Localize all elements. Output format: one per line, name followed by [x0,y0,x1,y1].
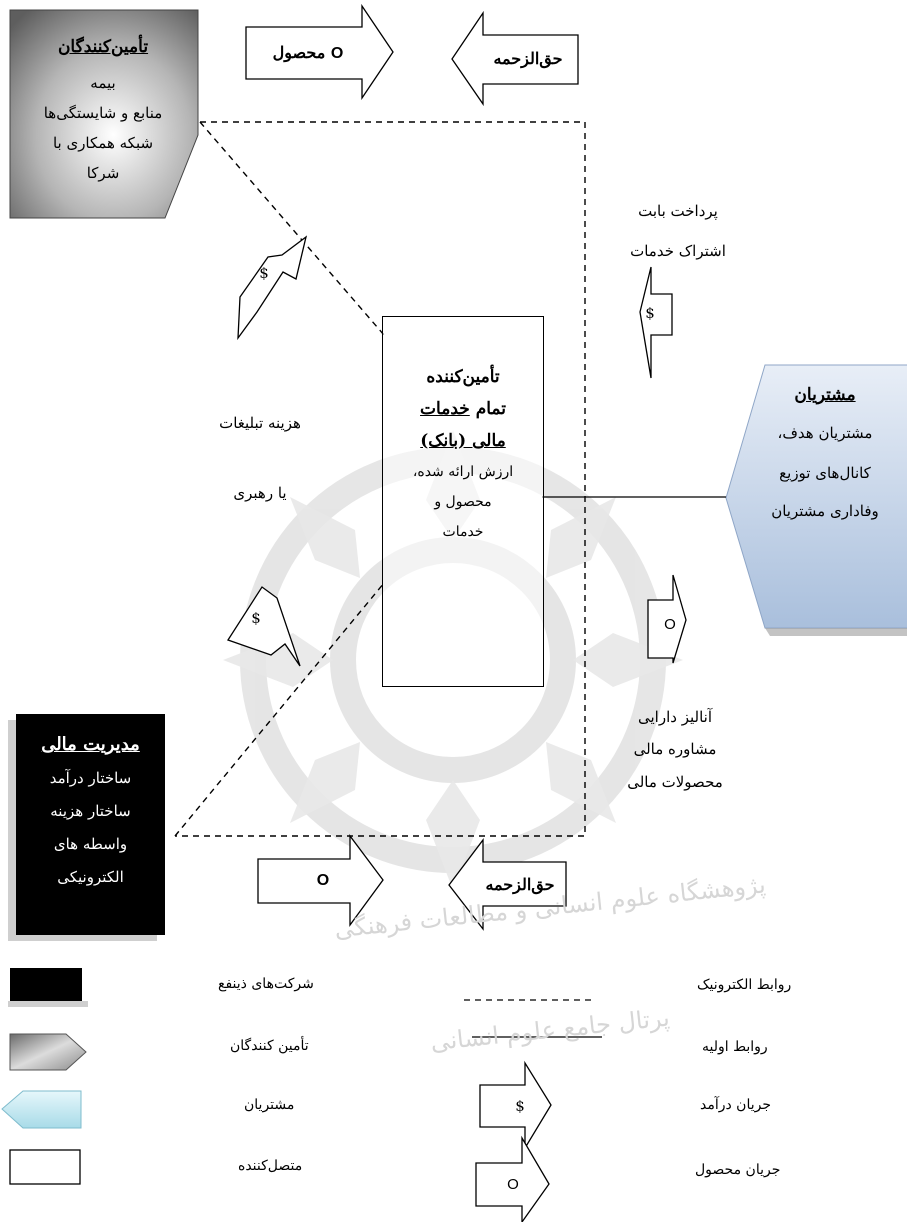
legend-primary-label: روابط اولیه [702,1039,768,1055]
legend-revenue-dollar: $ [515,1097,525,1115]
legend-revenue-arrow [479,1060,552,1151]
analysis-o-symbol: O [664,616,676,633]
customers-shape [725,364,907,629]
suppliers-item-network: شبکه همکاری با [52,134,154,152]
center-body-services: خدمات [442,524,484,540]
customers-item-channels: کانال‌های توزیع [779,464,871,482]
subscription-arrow [639,266,673,379]
bottom-commission-label: حق‌الزحمه [485,875,555,894]
customers-item-loyalty: وفاداری مشتریان [771,502,879,520]
subscription-line-2: اشتراک خدمات [630,242,726,260]
financial-management-box: مدیریت مالی ساختار درآمد ساختار هزینه وا… [16,714,165,935]
legend-customers-label: مشتریان [244,1097,295,1113]
ad-revenue-arrow-upper [237,235,308,341]
finance-item-electronic: الکترونیکی [57,868,124,886]
customers-title: مشتریان [794,385,856,405]
suppliers-title: تأمین‌کنندگان [57,37,149,57]
top-commission-arrow [451,10,579,107]
center-provider-box: تأمین‌کننده تمام خدمات مالی (بانک) ارزش … [382,316,544,687]
analysis-line-1: آنالیز دارایی [638,708,712,726]
center-body-product: محصول و [434,494,492,510]
ad-lower-dollar: $ [251,609,261,627]
finance-item-cost: ساختار هزینه [50,802,131,820]
advertising-line-1: هزینه تبلیغات [219,414,301,432]
center-body-value: ارزش ارائه شده، [412,464,514,480]
ad-revenue-arrow-lower [227,586,301,667]
legend-revenue-label: جریان درآمد [700,1097,772,1113]
bottom-commission-arrow [448,838,567,931]
legend-product-label: جریان محصول [695,1162,781,1178]
top-product-text: محصول [272,43,326,62]
subscription-dollar: $ [645,304,655,322]
top-product-arrow [245,3,394,101]
bottom-product-arrow [257,834,384,927]
suppliers-item-partners: شرکا [86,164,120,182]
analysis-product-arrow [647,574,687,664]
top-commission-label: حق‌الزحمه [493,49,563,68]
finance-title: مدیریت مالی [41,734,140,755]
customers-item-target: مشتریان هدف، [777,424,873,442]
ad-upper-dollar: $ [259,264,269,282]
finance-item-intermediary: واسطه های [53,835,128,853]
center-title-line-2: تمام خدمات [383,393,543,425]
suppliers-item-insurance: بیمه [90,74,116,92]
legend-connector-label: متصل‌کننده [238,1158,303,1174]
bottom-product-symbol: O [316,872,330,889]
analysis-line-3: محصولات مالی [627,773,723,791]
legend-suppliers-label: تأمین کنندگان [230,1038,309,1054]
subscription-line-1: پرداخت بابت [638,202,718,220]
legend-customers-swatch [1,1090,82,1129]
legend-stakeholders-swatch [10,968,82,1001]
center-title-line-2-plain: تمام [475,399,506,419]
analysis-line-2: مشاوره مالی [633,740,717,758]
legend-electronic-label: روابط الکترونیک [697,977,792,993]
center-title-line-2-underlined: خدمات [420,399,470,419]
legend-product-arrow [475,1135,550,1222]
suppliers-shape [9,9,199,219]
center-title-line-3: مالی (بانک) [420,431,506,451]
top-product-symbol: O [330,45,344,62]
legend-connector-swatch [9,1149,81,1185]
center-title-line-1: تأمین‌کننده [426,367,500,387]
legend-stakeholders-label: شرکت‌های ذینفع [218,976,314,992]
suppliers-item-resources: منابع و شایستگی‌ها [43,104,163,122]
top-product-label: O محصول [258,38,358,69]
finance-item-revenue: ساختار درآمد [49,769,132,787]
legend-product-o: O [507,1176,519,1193]
legend-suppliers-swatch [9,1033,87,1071]
advertising-line-2: یا رهبری [233,484,287,502]
